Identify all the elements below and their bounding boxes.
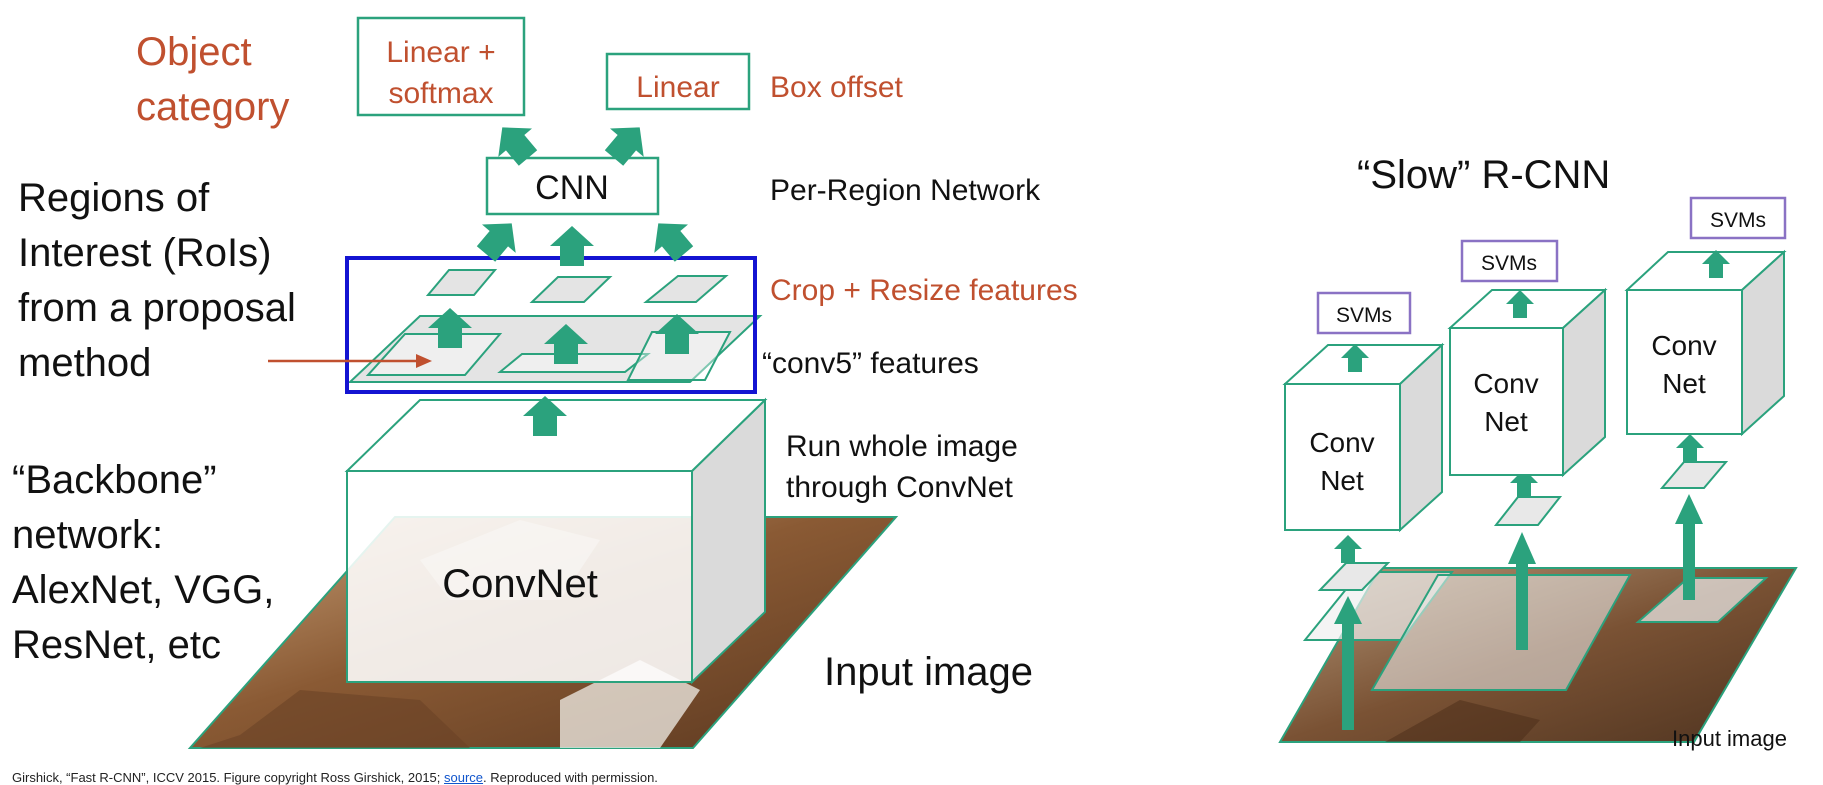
linear-softmax-label-2: softmax — [388, 77, 493, 110]
convnet-label: ConvNet — [442, 562, 598, 606]
cropped-features — [425, 269, 729, 303]
slow-convnet-3-line-2: Net — [1662, 368, 1706, 399]
rois-text-4: method — [18, 341, 151, 385]
convnet-box — [344, 397, 768, 685]
backbone-text-1: “Backbone” — [12, 458, 217, 502]
citation-prefix: Girshick, “Fast R-CNN”, ICCV 2015. Figur… — [12, 770, 445, 785]
linear-softmax-label-1: Linear + — [386, 36, 495, 69]
run-whole-label-1: Run whole image — [786, 430, 1018, 463]
slow-arrow-crop-to-convnet-3 — [1676, 434, 1704, 462]
slow-svm-label-2: SVMs — [1481, 252, 1537, 275]
slow-convnet-2-line-2: Net — [1484, 406, 1528, 437]
per-region-network-label: Per-Region Network — [770, 174, 1041, 207]
input-image-label: Input image — [824, 650, 1033, 694]
cnn-box — [485, 156, 660, 216]
slow-convnet-2-line-1: Conv — [1473, 368, 1538, 399]
linear-box — [605, 52, 751, 111]
roi-pointer-arrow — [268, 354, 432, 368]
rois-text-2: Interest (RoIs) — [18, 231, 271, 275]
slow-crop-2 — [1493, 496, 1563, 526]
citation-suffix: . Reproduced with permission. — [483, 770, 658, 785]
slow-svm-box-3 — [1689, 196, 1787, 240]
backbone-text-4: ResNet, etc — [12, 623, 221, 667]
cnn-label: CNN — [535, 169, 609, 207]
slow-arrow-crop-to-convnet-1 — [1334, 535, 1362, 563]
slow-convnet-cube-3 — [1624, 249, 1787, 437]
roi-highlight-box — [345, 256, 757, 394]
slow-convnet-cube-2 — [1447, 287, 1608, 478]
backbone-text-3: AlexNet, VGG, — [12, 568, 274, 612]
linear-label: Linear — [636, 71, 719, 104]
object-category-label-1: Object — [136, 30, 252, 74]
slow-svm-box-2 — [1460, 239, 1559, 283]
run-whole-label-2: through ConvNet — [786, 471, 1013, 504]
slow-arrow-image-to-crop-1 — [1334, 596, 1362, 730]
citation-footer: Girshick, “Fast R-CNN”, ICCV 2015. Figur… — [12, 770, 658, 785]
slow-crop-1 — [1317, 562, 1391, 591]
source-link[interactable]: source — [444, 770, 484, 785]
slow-convnet-cube-1 — [1282, 342, 1445, 533]
slow-input-image-plane — [1278, 567, 1798, 743]
slow-arrow-image-to-crop-2 — [1508, 532, 1536, 650]
slow-convnet-3-line-1: Conv — [1651, 330, 1716, 361]
slow-convnet-1-line-2: Net — [1320, 465, 1364, 496]
crop-resize-label: Crop + Resize features — [770, 274, 1078, 307]
slow-arrow-image-to-crop-3 — [1675, 494, 1703, 600]
box-offset-label: Box offset — [770, 71, 904, 104]
conv5-label: “conv5” features — [762, 347, 979, 380]
object-category-label-2: category — [136, 85, 289, 129]
rois-text-3: from a proposal — [18, 286, 296, 330]
slow-convnet-1-line-1: Conv — [1309, 427, 1374, 458]
slow-rcnn-title: “Slow” R-CNN — [1357, 153, 1610, 197]
backbone-text-2: network: — [12, 513, 163, 557]
slow-svm-label-3: SVMs — [1710, 209, 1766, 232]
slow-svm-label-1: SVMs — [1336, 304, 1392, 327]
slow-svm-box-1 — [1316, 291, 1412, 335]
slow-crop-3 — [1659, 461, 1729, 489]
slow-input-image-label: Input image — [1672, 726, 1787, 751]
rois-text-1: Regions of — [18, 176, 210, 220]
linear-softmax-box — [356, 16, 526, 117]
